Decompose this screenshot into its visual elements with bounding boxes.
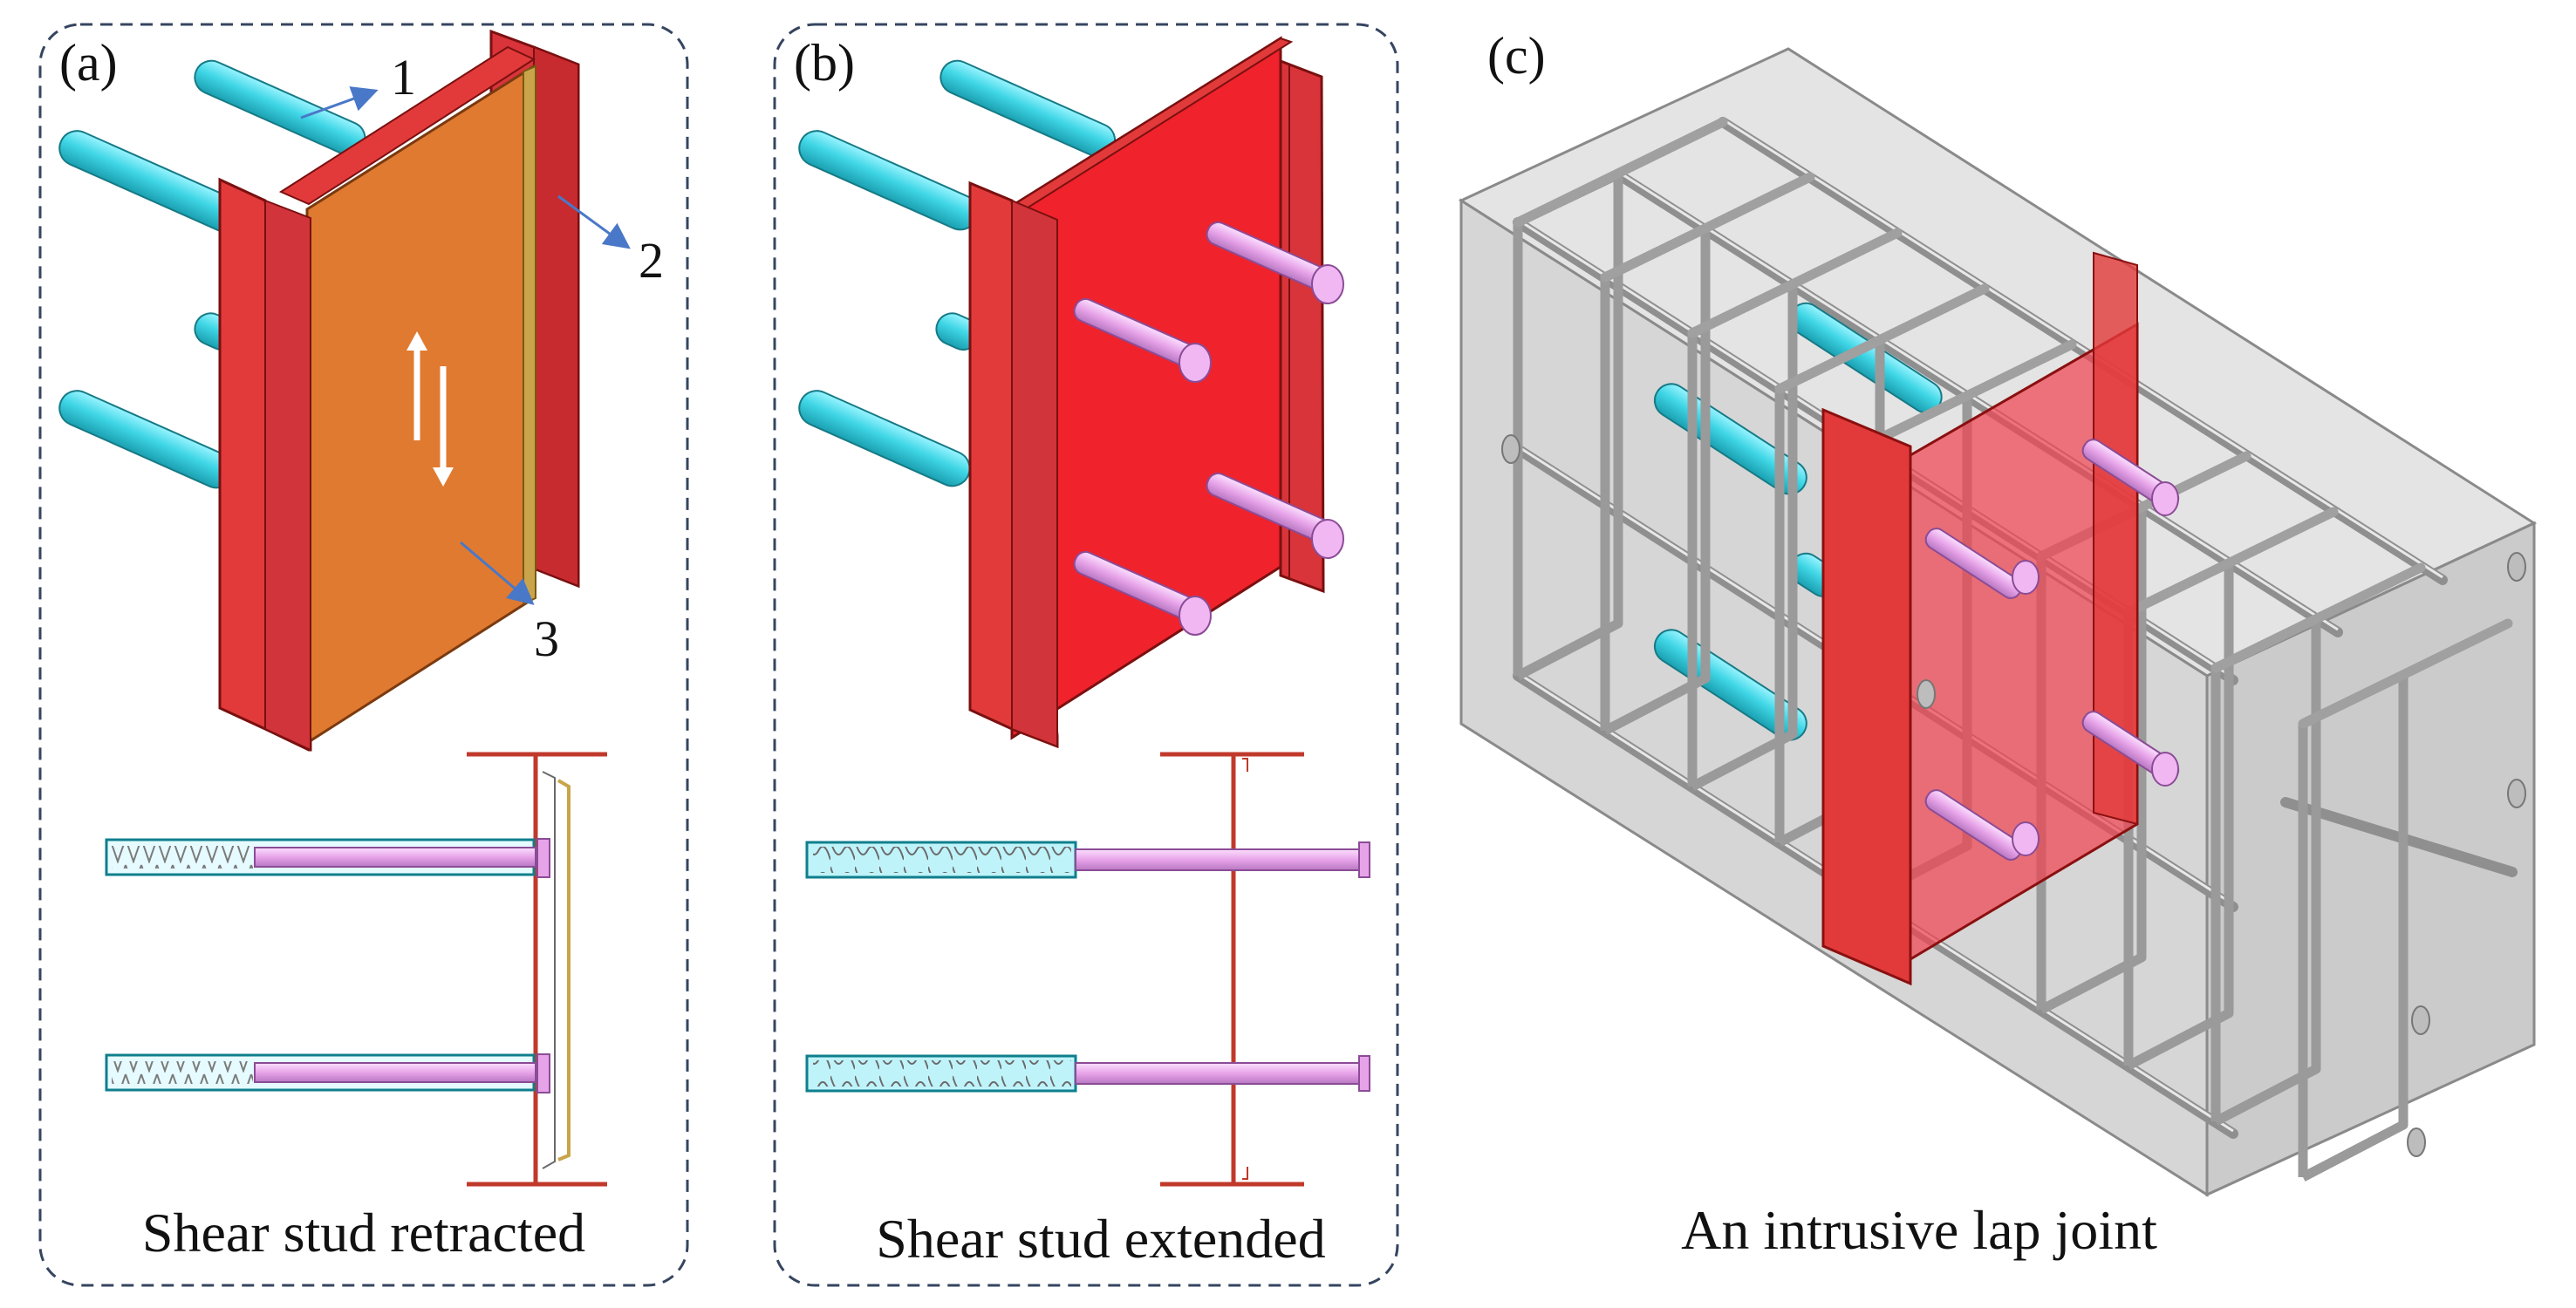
panel-b-label: (b)	[794, 34, 855, 92]
panel-a-caption: Shear stud retracted	[142, 1202, 585, 1264]
cyan-rebars	[58, 59, 366, 489]
panel-b: (b)	[773, 23, 1399, 1287]
extended-studs	[1924, 439, 2180, 861]
svg-text:3: 3	[534, 610, 559, 667]
panel-c-caption: An intrusive lap joint	[1681, 1199, 2157, 1261]
panel-a-frame	[38, 23, 689, 1287]
section-view-extended	[805, 752, 1370, 1187]
slide-arrows-icon	[407, 331, 454, 487]
callout-2: 2	[557, 194, 664, 289]
callout-3: 3	[460, 541, 559, 667]
steel-plate-joint	[1821, 251, 2139, 986]
callout-1: 1	[300, 49, 416, 119]
section-view-retracted	[105, 752, 607, 1187]
front-flange	[1821, 407, 1912, 986]
bar-end-caps	[1501, 434, 2526, 1157]
panel-c: (c)	[1458, 27, 2538, 1261]
panel-a: (a) 1	[38, 23, 689, 1287]
svg-text:2: 2	[639, 232, 664, 289]
panel-b-frame	[773, 23, 1399, 1287]
cyan-rebars	[798, 59, 1117, 487]
svg-text:1: 1	[391, 49, 416, 106]
panel-c-label: (c)	[1487, 27, 1546, 85]
panel-b-caption: Shear stud extended	[876, 1208, 1325, 1270]
extended-studs	[1073, 221, 1344, 636]
panel-a-label: (a)	[59, 34, 118, 92]
